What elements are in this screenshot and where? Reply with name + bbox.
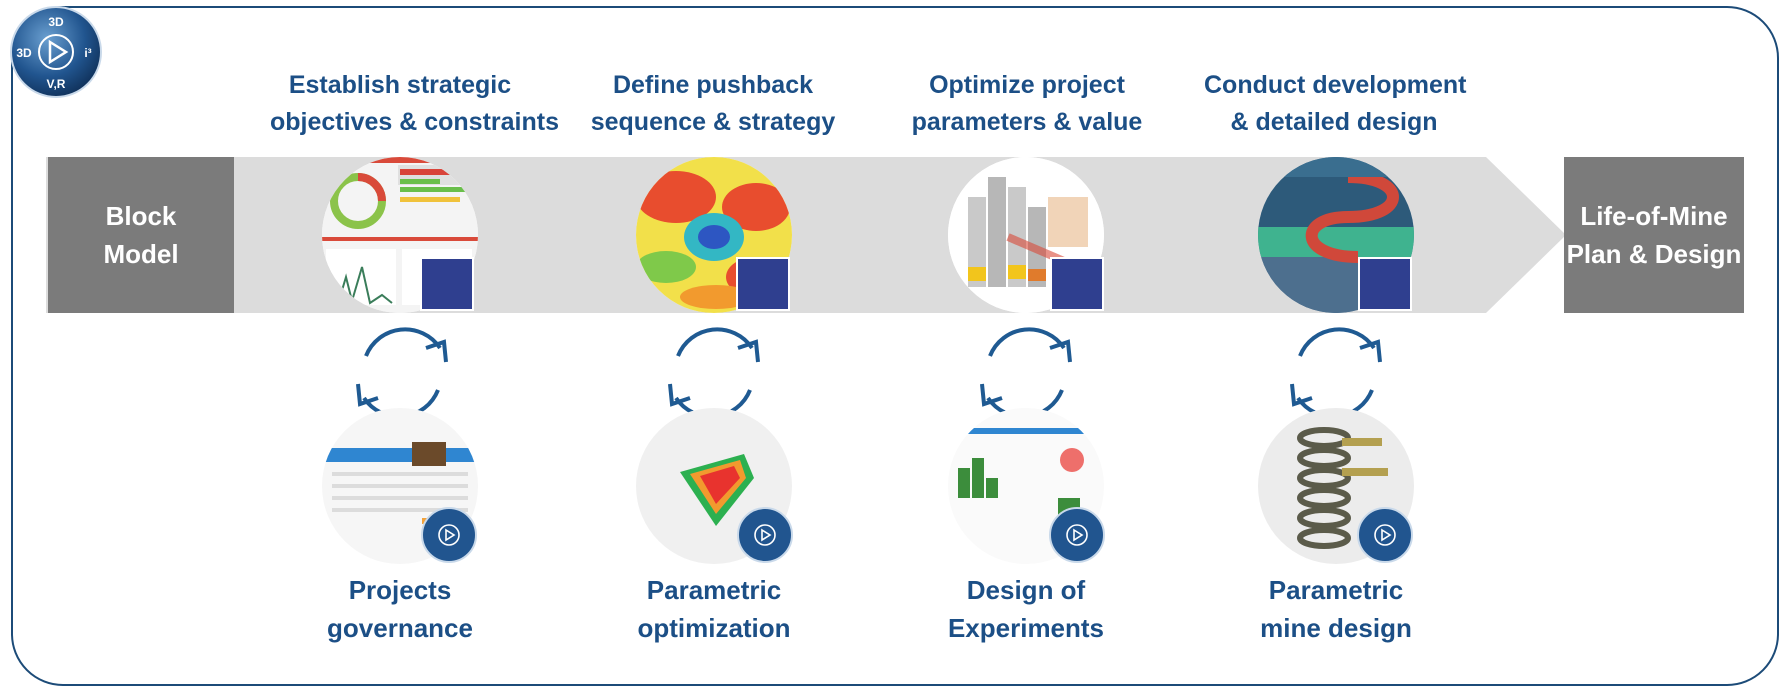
tool-label-4-line2: mine design <box>1260 613 1412 643</box>
end-box-life-of-mine: Life-of-Mine Plan & Design <box>1564 157 1744 313</box>
end-box-line2: Plan & Design <box>1566 239 1742 269</box>
stage-title-3-line1: Optimize project <box>929 71 1125 99</box>
tool-label-2: Parametric optimization <box>594 571 834 647</box>
app-tile-icon-2 <box>736 257 790 311</box>
tool-label-4-line1: Parametric <box>1268 575 1404 605</box>
tool-label-3: Design of Experiments <box>906 571 1146 647</box>
start-box-line1: Block <box>105 201 177 231</box>
tool-label-1-line1: Projects <box>348 575 452 605</box>
svg-text:3D: 3D <box>48 15 64 29</box>
compass-badge-small-icon-3 <box>1049 507 1105 563</box>
tool-label-1: Projects governance <box>280 571 520 647</box>
start-box-line2: Model <box>103 239 179 269</box>
tool-label-3-line1: Design of <box>966 575 1086 605</box>
stage-title-1: Establish strategic objectives & constra… <box>270 67 559 141</box>
compass-badge-small-icon-1 <box>421 507 477 563</box>
app-tile-icon-4 <box>1358 257 1412 311</box>
stage-title-1-line2: objectives & constraints <box>270 108 559 136</box>
svg-text:V,R: V,R <box>47 77 66 91</box>
stage-title-4-line2: & detailed design <box>1230 108 1438 136</box>
stage-title-4: Conduct development & detailed design <box>1204 67 1467 141</box>
tool-label-2-line2: optimization <box>637 613 791 643</box>
tool-label-4: Parametric mine design <box>1216 571 1456 647</box>
compass-badge-icon: 3D 3D i³ V,R <box>10 6 102 98</box>
svg-text:3D: 3D <box>16 46 32 60</box>
tool-label-1-line2: governance <box>327 613 473 643</box>
compass-badge-small-icon-2 <box>737 507 793 563</box>
stage-title-1-line1: Establish strategic <box>288 71 512 99</box>
stage-title-2-line2: sequence & strategy <box>590 108 836 136</box>
stage-title-2: Define pushback sequence & strategy <box>583 67 843 141</box>
stage-title-3: Optimize project parameters & value <box>897 67 1157 141</box>
stage-title-2-line1: Define pushback <box>612 71 814 99</box>
tool-label-2-line1: Parametric <box>646 575 782 605</box>
stage-title-4-line1: Conduct development <box>1204 71 1467 99</box>
diagram-frame <box>11 6 1779 686</box>
end-box-line1: Life-of-Mine <box>1580 201 1728 231</box>
app-tile-icon-3 <box>1050 257 1104 311</box>
stage-title-3-line2: parameters & value <box>911 108 1143 136</box>
svg-text:i³: i³ <box>84 46 91 60</box>
compass-badge-small-icon-4 <box>1357 507 1413 563</box>
app-tile-icon-1 <box>420 257 474 311</box>
tool-label-3-line2: Experiments <box>947 613 1105 643</box>
start-box-block-model: Block Model <box>48 157 234 313</box>
